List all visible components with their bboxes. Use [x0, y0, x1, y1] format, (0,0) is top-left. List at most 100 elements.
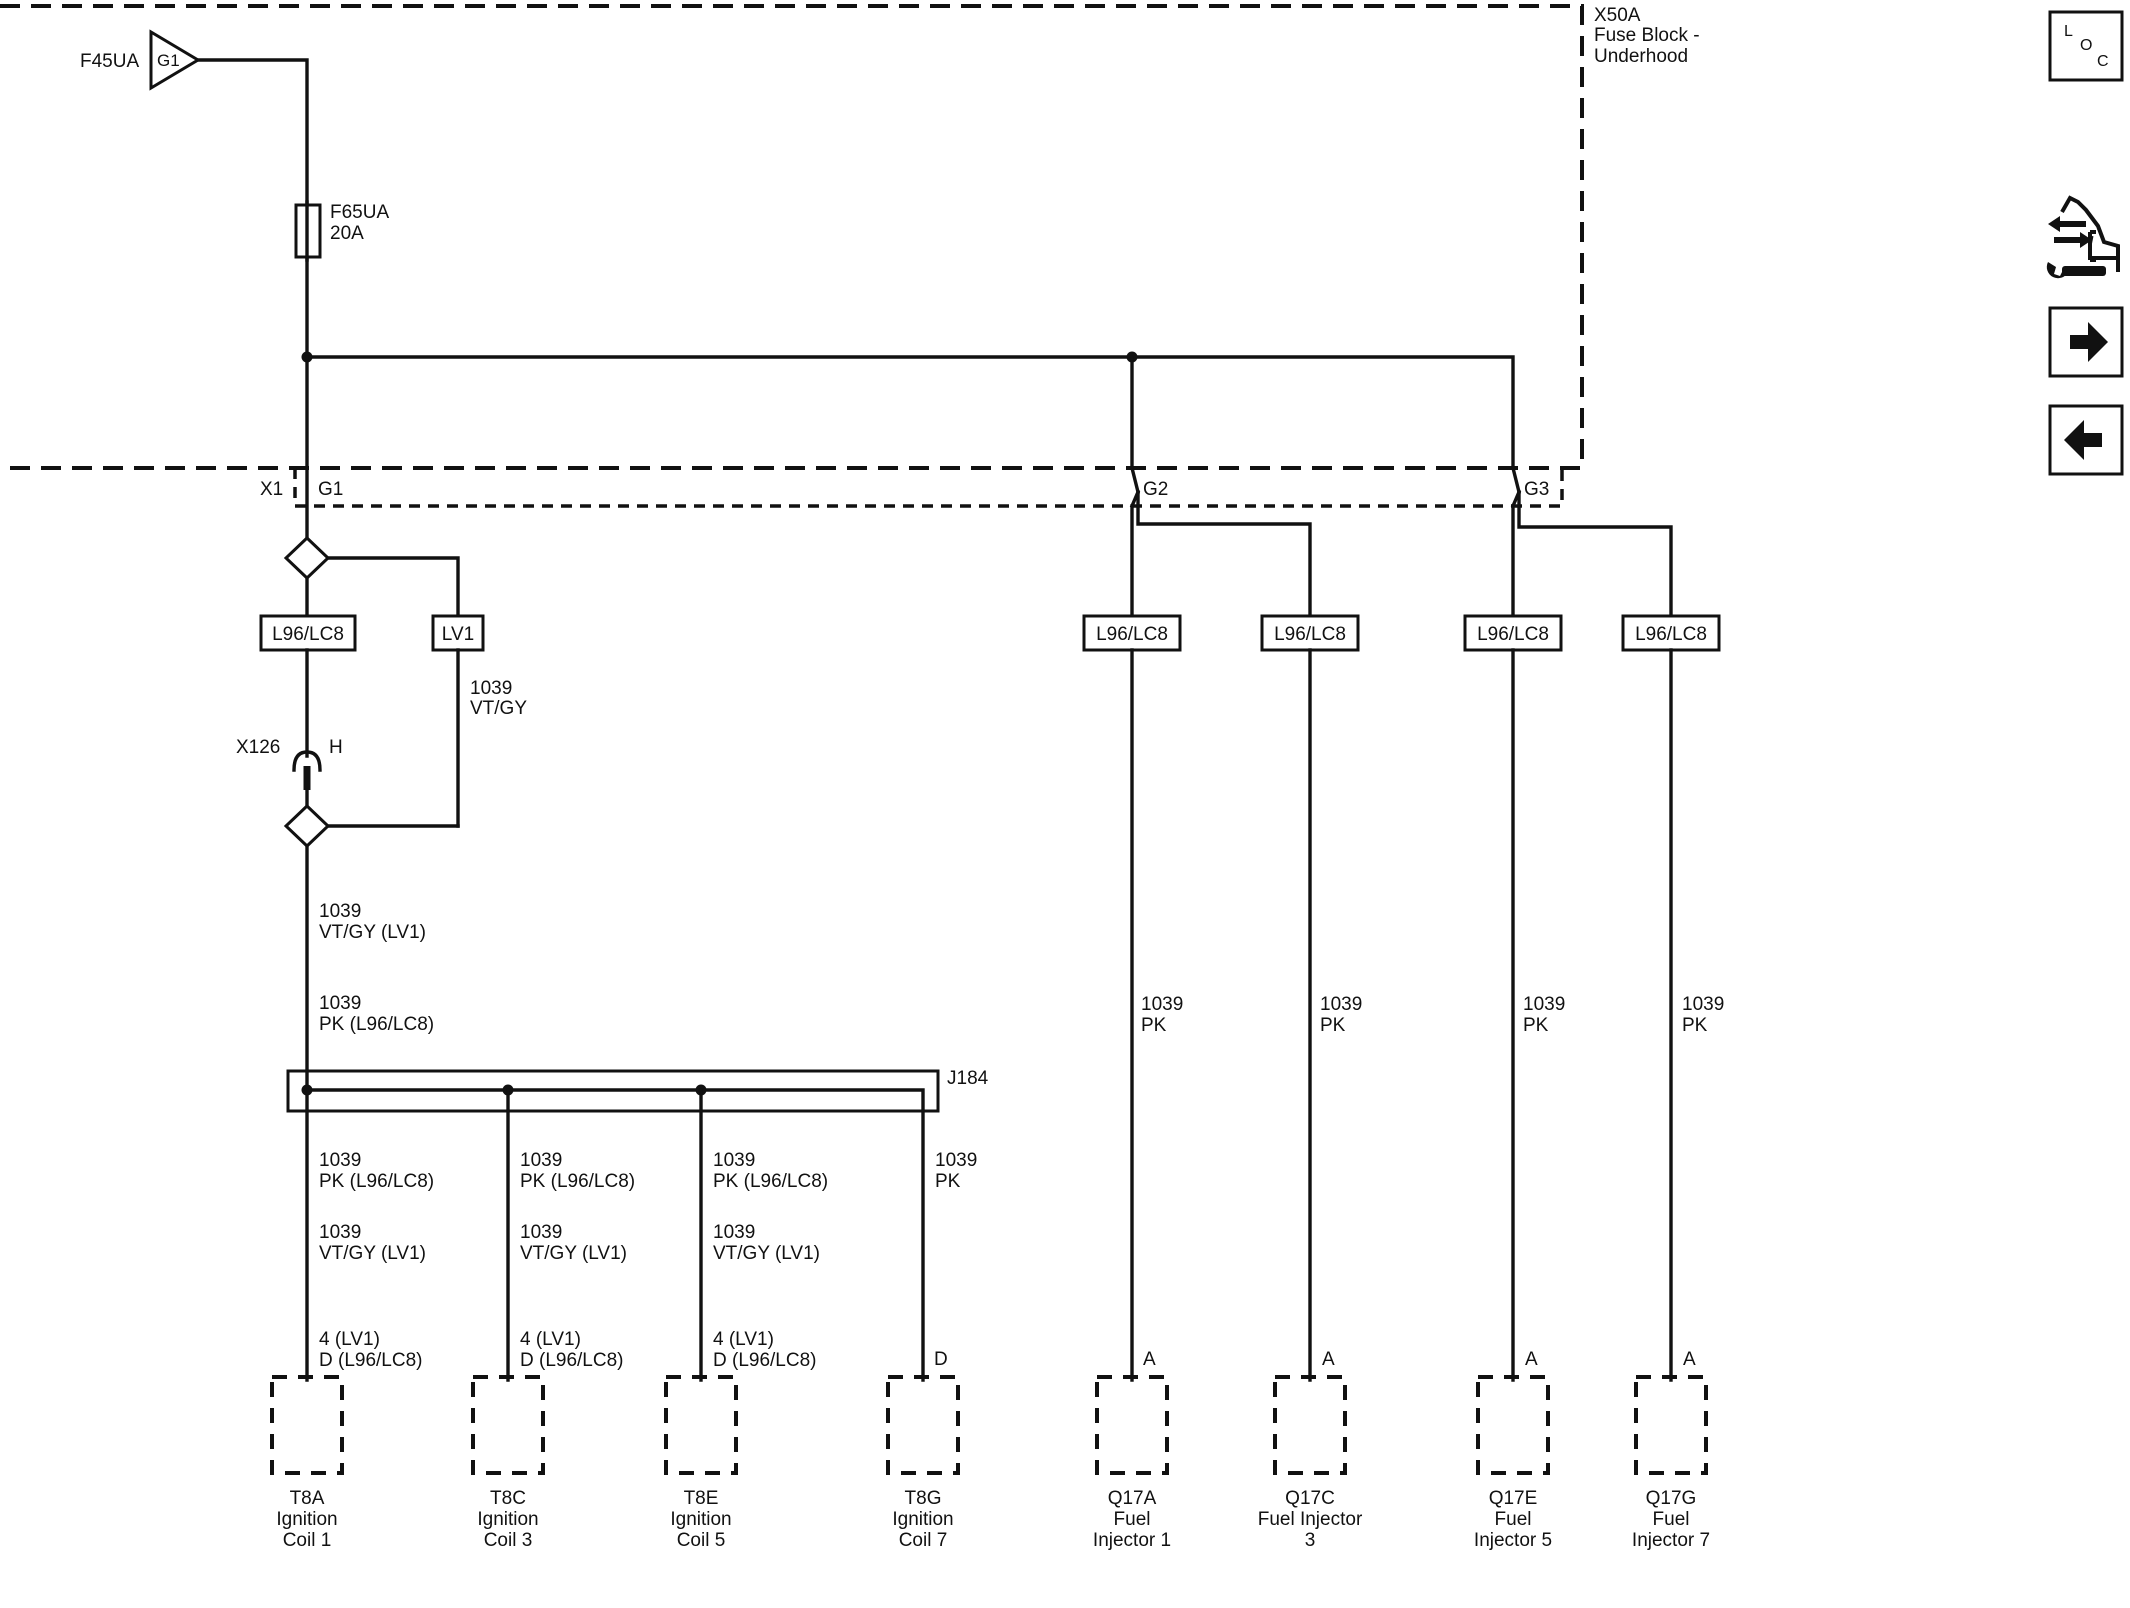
option-label-l96: L96/LC8 — [1274, 624, 1346, 645]
loc-letter-o: O — [2080, 37, 2092, 54]
wire-circuit-number: 1039 — [1682, 994, 1724, 1015]
wire-g2-break — [1129, 465, 1141, 495]
fuse-block-name-line1: Fuse Block - — [1594, 25, 1700, 46]
loc-button-frame[interactable] — [2048, 10, 2124, 82]
component-ignition-coil-1 — [270, 1375, 344, 1475]
connector-x126-label: X126 — [236, 737, 280, 758]
component-name-line1: Fuel — [1114, 1509, 1151, 1530]
component-fuel-injector-7 — [1634, 1375, 1708, 1475]
wire-circuit-number: 1039 — [520, 1222, 562, 1243]
component-name-line2: Injector 1 — [1093, 1530, 1171, 1551]
wire-circuit-number: 1039 — [713, 1150, 755, 1171]
component-name-line1: Fuel — [1495, 1509, 1532, 1530]
wire-circuit-number: 1039 — [319, 901, 361, 922]
input-terminal-ref: F45UA — [80, 51, 139, 72]
splice-junction — [301, 1084, 313, 1096]
component-ref: Q17E — [1489, 1488, 1538, 1509]
wire-circuit-number: 1039 — [1320, 994, 1362, 1015]
component-fuel-injector-1 — [1095, 1375, 1169, 1475]
pin-g3-label: G3 — [1524, 479, 1549, 500]
component-pin-line2: D (L96/LC8) — [319, 1350, 423, 1371]
pin-g2-label: G2 — [1143, 479, 1168, 500]
input-terminal-pin: G1 — [157, 51, 180, 70]
component-pin: A — [1143, 1349, 1156, 1370]
fuse-rating: 20A — [330, 223, 364, 244]
fuse-block-name-line2: Underhood — [1594, 46, 1688, 67]
wire-color-option: PK (L96/LC8) — [520, 1171, 635, 1192]
wire-g3-branch — [1517, 490, 1673, 618]
splice-j184-label: J184 — [947, 1068, 989, 1089]
arrow-right-icon — [2070, 322, 2108, 362]
option-label-lv1: LV1 — [442, 624, 474, 645]
connector-x1-label: X1 — [260, 479, 283, 500]
component-ignition-coil-7 — [886, 1375, 960, 1475]
wire-color-option: VT/GY (LV1) — [319, 1243, 426, 1264]
component-ref: T8E — [684, 1488, 719, 1509]
component-pin-line2: D (L96/LC8) — [713, 1350, 817, 1371]
component-name-line1: Ignition — [892, 1509, 953, 1530]
component-pin: A — [1322, 1349, 1335, 1370]
component-name-line1: Ignition — [670, 1509, 731, 1530]
wire-circuit-number: 1039 — [319, 993, 361, 1014]
wire-circuit-number: 1039 — [319, 1222, 361, 1243]
input-terminal-symbol — [149, 29, 201, 91]
wrench-arrows-icon[interactable] — [2046, 195, 2120, 279]
connector-x126-pin: H — [329, 737, 343, 758]
component-ignition-coil-3 — [471, 1375, 545, 1475]
connector-x1-outline — [293, 468, 1564, 508]
component-name-line2: Injector 5 — [1474, 1530, 1552, 1551]
component-pin: A — [1525, 1349, 1538, 1370]
component-ref: T8C — [490, 1488, 526, 1509]
splice-j184-bar — [305, 1088, 925, 1382]
component-pin-line1: 4 (LV1) — [319, 1329, 380, 1350]
component-pin-line1: 4 (LV1) — [520, 1329, 581, 1350]
wire-color: PK — [1523, 1015, 1549, 1036]
wire-circuit-number: 1039 — [713, 1222, 755, 1243]
option-label-l96: L96/LC8 — [272, 624, 344, 645]
wire-lv1-branch — [326, 556, 460, 618]
option-label-l96: L96/LC8 — [1096, 624, 1168, 645]
component-name-line1: Fuel — [1653, 1509, 1690, 1530]
loc-button[interactable]: L O C — [2048, 10, 2124, 82]
wire-circuit-number: 1039 — [319, 1150, 361, 1171]
prev-button[interactable] — [2048, 404, 2124, 476]
wire-circuit-number: 1039 — [520, 1150, 562, 1171]
component-name-line2: 3 — [1305, 1530, 1316, 1551]
component-pin: D — [934, 1349, 948, 1370]
component-name-line2: Coil 3 — [484, 1530, 533, 1551]
wire-color: PK — [935, 1171, 961, 1192]
component-pin-line2: D (L96/LC8) — [520, 1350, 624, 1371]
next-button[interactable] — [2048, 306, 2124, 378]
component-name-line2: Coil 7 — [899, 1530, 948, 1551]
wire-color-option: VT/GY (LV1) — [520, 1243, 627, 1264]
component-name-line2: Coil 5 — [677, 1530, 726, 1551]
option-merge-bottom — [283, 803, 331, 849]
fuse-block-id: X50A — [1594, 5, 1641, 26]
loc-letter-c: C — [2097, 53, 2109, 70]
wire-color-option: PK (L96/LC8) — [713, 1171, 828, 1192]
arrow-left-icon — [2064, 420, 2102, 460]
wire-color-option: PK (L96/LC8) — [319, 1014, 434, 1035]
wire-color: PK — [1141, 1015, 1167, 1036]
fuse-name: F65UA — [330, 202, 389, 223]
wire-color: VT/GY — [470, 698, 527, 719]
splice-j184-outline — [286, 1069, 940, 1113]
option-box-lv1 — [431, 614, 485, 652]
option-label-l96: L96/LC8 — [1635, 624, 1707, 645]
component-name-line1: Fuel Injector — [1258, 1509, 1363, 1530]
component-pin: A — [1683, 1349, 1696, 1370]
component-fuel-injector-3 — [1273, 1375, 1347, 1475]
wire-circuit-number: 1039 — [470, 678, 512, 699]
wire-color: PK — [1682, 1015, 1708, 1036]
component-name-line2: Coil 1 — [283, 1530, 332, 1551]
wire-g2-branch — [1136, 490, 1312, 618]
component-name-line1: Ignition — [477, 1509, 538, 1530]
wire-circuit-number: 1039 — [1523, 994, 1565, 1015]
wire-color-option: PK (L96/LC8) — [319, 1171, 434, 1192]
pin-g1-label: G1 — [318, 479, 343, 500]
loc-letter-l: L — [2064, 23, 2073, 40]
wire-color-option: VT/GY (LV1) — [713, 1243, 820, 1264]
component-ref: Q17A — [1108, 1488, 1157, 1509]
component-ref: Q17C — [1285, 1488, 1335, 1509]
